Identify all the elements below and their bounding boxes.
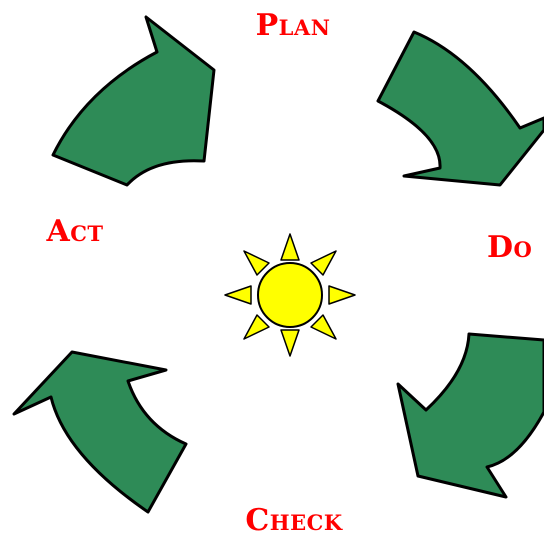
sun-ray [225, 286, 251, 304]
sun-ray [311, 251, 336, 275]
label-check: Check [245, 503, 342, 533]
sun-ray [311, 315, 336, 339]
sun-ray [281, 234, 299, 260]
label-act: Act [45, 214, 103, 249]
sun-ray [244, 251, 269, 275]
arrow-check-to-act-icon [14, 352, 186, 512]
arrow-plan-to-do-icon [378, 32, 544, 185]
sun-ray [244, 315, 269, 339]
sun-ray [281, 330, 299, 356]
sun-icon [225, 234, 355, 356]
label-do: Do [487, 230, 532, 265]
sun-ray [329, 286, 355, 304]
arrow-do-to-check-icon [398, 334, 544, 497]
label-plan: Plan [256, 8, 331, 43]
sun-disc [258, 263, 322, 327]
arrow-act-to-plan-icon [53, 17, 214, 185]
